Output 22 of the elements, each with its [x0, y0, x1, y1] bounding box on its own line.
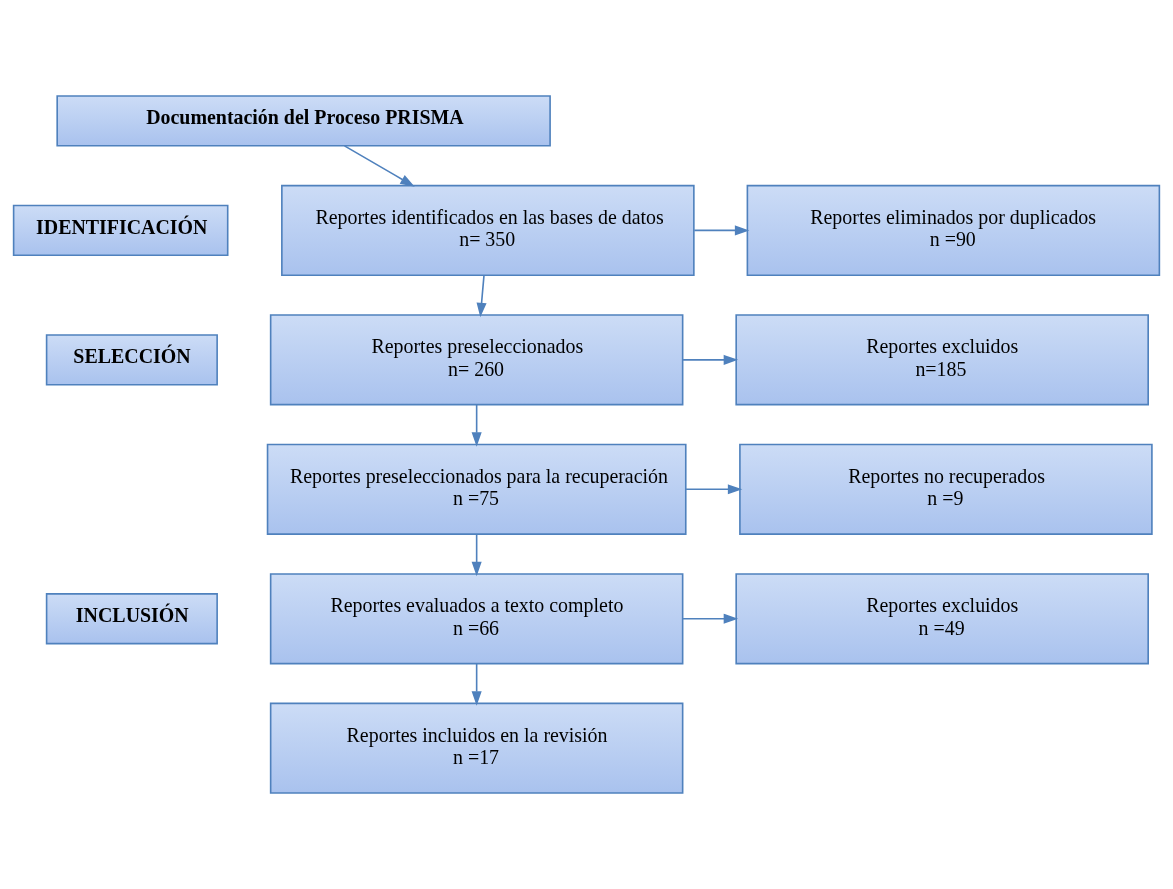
arrow	[685, 484, 743, 495]
node-box: Reportes evaluados a texto completo n =66	[269, 573, 684, 665]
node-box: Reportes eliminados por duplicados n =90	[746, 184, 1161, 277]
node-box: Reportes preseleccionados para la recuperación n =75	[266, 443, 687, 535]
node-box: IDENTIFICACIÓN	[12, 204, 229, 257]
node-box: Reportes preseleccionados n= 260	[269, 314, 684, 406]
arrow	[471, 404, 482, 447]
arrow	[343, 145, 415, 187]
node-box: Reportes incluidos en la revisión n =17	[269, 702, 684, 794]
node-box: SELECCIÓN	[45, 334, 218, 386]
node-box: Reportes excluidos n=185	[735, 314, 1149, 406]
node-box: Reportes no recuperados n =9	[739, 443, 1153, 535]
arrow	[476, 274, 487, 318]
arrow	[682, 354, 739, 365]
arrow	[471, 533, 482, 577]
node-box: Reportes excluidos n =49	[735, 573, 1149, 665]
node-box: Reportes identificados en las bases de datos n= 350	[281, 184, 695, 277]
arrow	[682, 613, 739, 624]
node-box: INCLUSIÓN	[45, 593, 218, 645]
node-box: Documentación del Proceso PRISMA	[56, 95, 551, 147]
arrow	[471, 662, 482, 706]
arrow	[693, 225, 750, 236]
